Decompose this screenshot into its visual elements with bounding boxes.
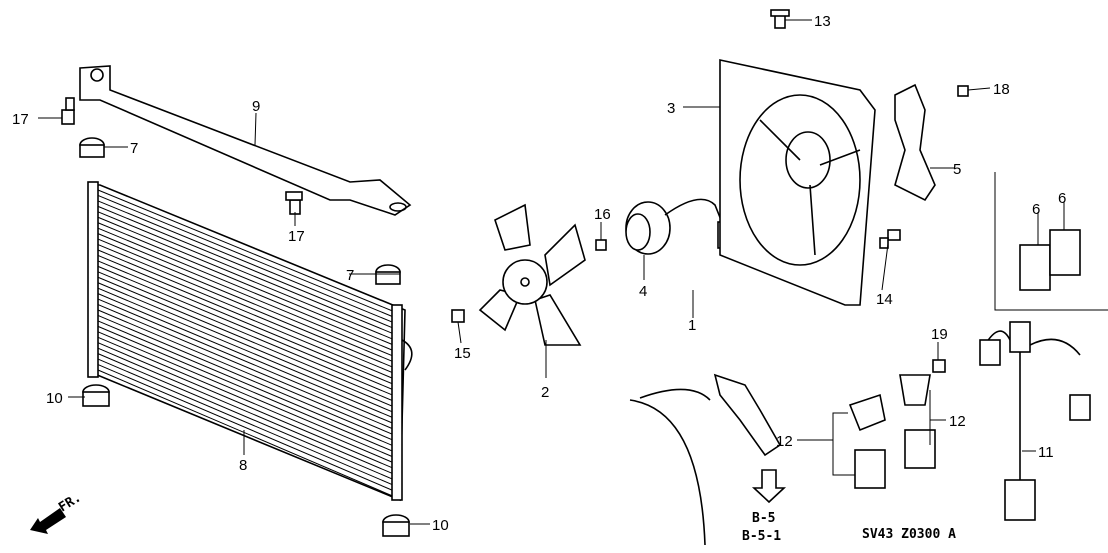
front-direction-arrow-icon: FR.	[30, 490, 84, 534]
diagram-code: SV43 Z0300 A	[862, 527, 956, 542]
condenser-fin	[97, 227, 396, 352]
callout-17b: 17	[288, 228, 305, 245]
callout-18: 18	[993, 81, 1010, 98]
callout-4: 4	[639, 283, 647, 300]
condenser-fin	[97, 342, 396, 470]
condenser-fin	[97, 331, 396, 459]
condenser-fin	[97, 244, 396, 369]
callout-10b: 10	[432, 517, 449, 534]
condenser-fin	[97, 205, 396, 330]
condenser-fin	[97, 314, 396, 442]
callout-6b: 6	[1058, 190, 1066, 207]
condenser-fin	[97, 298, 396, 425]
callout-14: 14	[876, 291, 893, 308]
condenser-fin	[97, 200, 396, 324]
condenser-fin	[97, 358, 396, 487]
callout-5: 5	[953, 161, 961, 178]
fan-motor	[625, 198, 735, 255]
upper-mount-bar	[79, 65, 412, 216]
leader-lines	[38, 19, 1065, 525]
callout-8: 8	[239, 457, 247, 474]
callout-12b: 12	[949, 413, 966, 430]
condenser	[87, 181, 413, 502]
reference-view	[629, 373, 787, 546]
condenser-fin	[97, 325, 396, 453]
condenser-fin	[97, 293, 396, 419]
condenser-fin	[97, 309, 396, 436]
condenser-fin	[97, 211, 396, 335]
wire-harness	[979, 321, 1091, 521]
reference-arrow-icon	[751, 469, 787, 504]
mount-cushions	[79, 137, 410, 537]
condenser-fin	[97, 364, 396, 492]
condenser-fin	[97, 249, 396, 375]
callout-12a: 12	[776, 433, 793, 450]
callout-9: 9	[252, 98, 260, 115]
callout-1: 1	[688, 317, 696, 334]
callouts: 1 2 3 4 5 6 6 7 7 8 9 10 10 11 12 12 13 …	[12, 13, 1066, 534]
condenser-fin	[97, 353, 396, 481]
condenser-fin	[97, 336, 396, 464]
condenser-fin	[97, 254, 396, 380]
condenser-fin	[97, 216, 396, 341]
condenser-fin	[97, 320, 396, 448]
relay-inset	[994, 172, 1108, 311]
condenser-fin	[97, 189, 396, 313]
callout-2: 2	[541, 384, 549, 401]
fan-shroud	[719, 59, 876, 306]
callout-11: 11	[1038, 444, 1054, 461]
callout-15: 15	[454, 345, 471, 362]
condenser-fin	[97, 194, 396, 319]
brackets-and-caps	[848, 374, 936, 489]
condenser-fin	[97, 287, 396, 414]
callout-13: 13	[814, 13, 831, 30]
condenser-fin	[97, 282, 396, 408]
callout-19: 19	[931, 326, 948, 343]
fan	[478, 203, 586, 346]
callout-16: 16	[594, 206, 611, 223]
reference-b5: B-5	[752, 511, 775, 526]
condenser-fin	[97, 233, 396, 358]
reference-b5-1: B-5-1	[742, 529, 781, 544]
shroud-bracket	[894, 83, 936, 202]
callout-6a: 6	[1032, 201, 1040, 218]
bolts	[61, 9, 969, 373]
condenser-fin	[97, 304, 396, 431]
condenser-fin	[97, 369, 396, 498]
condenser-fin	[97, 238, 396, 363]
condenser-fin	[97, 222, 396, 347]
condenser-fin	[97, 347, 396, 476]
callout-7a: 7	[130, 140, 138, 157]
condenser-fin	[97, 276, 396, 403]
callout-7b: 7	[346, 267, 354, 284]
condenser-fin	[97, 260, 396, 386]
condenser-fin	[97, 271, 396, 397]
callout-10a: 10	[46, 390, 63, 407]
callout-3: 3	[667, 100, 675, 117]
callout-17a: 17	[12, 111, 29, 128]
condenser-fin	[97, 265, 396, 391]
